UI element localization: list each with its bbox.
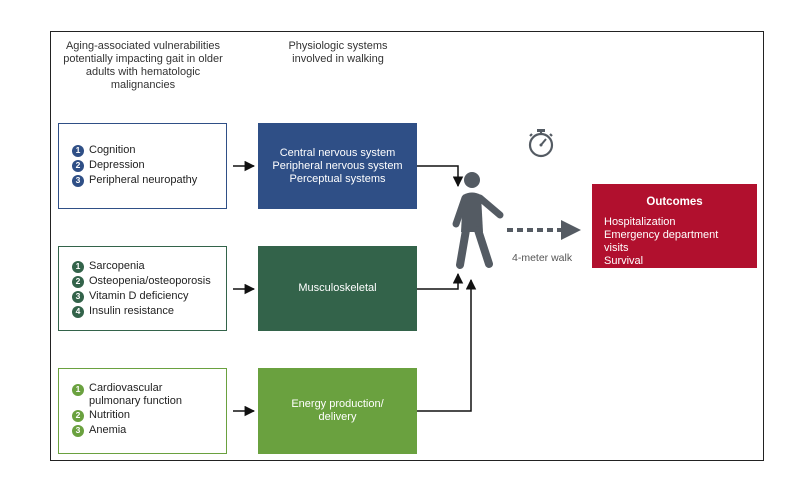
vulnerability-box-neuro: 1 Cognition 2 Depression 3 Peripheral neuro…	[58, 123, 227, 209]
walking-person-icon	[452, 172, 504, 269]
item-label: Anemia	[89, 424, 127, 436]
system-line: Central nervous system	[279, 146, 396, 159]
number-badge: 4	[72, 305, 84, 318]
outcome-item: Emergency department visits	[604, 229, 719, 254]
number-badge: 1	[72, 383, 84, 396]
header-physiologic-systems: Physiologic systems involved in walking	[288, 40, 388, 65]
item-label: Sarcopenia	[89, 260, 145, 272]
list-item: 2 Osteopenia/osteoporosis	[72, 274, 226, 289]
list-item: 4 Insulin resistance	[72, 304, 226, 319]
outcome-item: Hospitalization	[604, 216, 676, 228]
list-item: 3 Vitamin D deficiency	[72, 289, 226, 304]
list-item: 2 Depression	[72, 158, 226, 173]
stopwatch-icon	[528, 129, 554, 158]
item-label: Depression	[89, 159, 145, 171]
connector-musculoskeletal-to-person	[417, 272, 464, 290]
list-item: 2 Nutrition	[72, 408, 226, 423]
number-badge: 1	[72, 260, 84, 273]
outcome-item: Survival	[604, 255, 644, 267]
system-line: delivery	[318, 411, 357, 423]
list-item: 1 Cognition	[72, 143, 226, 158]
list-item: 3 Peripheral neuropathy	[72, 173, 226, 188]
number-badge: 2	[72, 159, 84, 172]
number-badge: 3	[72, 174, 84, 187]
number-badge: 1	[72, 144, 84, 157]
list-item: 3 Anemia	[72, 423, 226, 438]
connector-nervous-to-person	[417, 165, 464, 188]
system-box-nervous: Central nervous system Peripheral nervou…	[258, 123, 417, 209]
connector-energy-to-person	[417, 278, 477, 412]
item-label: Cardiovascular pulmonary function	[89, 382, 182, 407]
list-item: 1 Cardiovascular pulmonary function	[72, 382, 202, 408]
system-line: Peripheral nervous system	[272, 159, 403, 172]
system-line: Perceptual systems	[289, 172, 386, 185]
number-badge: 2	[72, 409, 84, 422]
item-label: Osteopenia/osteoporosis	[89, 275, 211, 287]
number-badge: 3	[72, 290, 84, 303]
list-item: 1 Sarcopenia	[72, 259, 226, 274]
number-badge: 3	[72, 424, 84, 437]
item-label: Peripheral neuropathy	[89, 174, 198, 186]
outcomes-title: Outcomes	[646, 196, 703, 208]
system-line: Musculoskeletal	[298, 282, 377, 294]
system-box-energy: Energy production/ delivery	[258, 368, 417, 454]
item-label: Vitamin D deficiency	[89, 290, 189, 302]
header-vulnerabilities: Aging-associated vulnerabilities potenti…	[63, 40, 223, 91]
item-label: Insulin resistance	[89, 305, 174, 317]
system-line: Energy production/	[291, 398, 384, 410]
figure-frame	[50, 31, 764, 461]
number-badge: 2	[72, 275, 84, 288]
vulnerability-box-energy: 1 Cardiovascular pulmonary function 2 Nutr…	[58, 368, 227, 454]
outcomes-box: Outcomes Hospitalization Emergency depar…	[592, 184, 757, 268]
vulnerability-box-musculoskeletal: 1 Sarcopenia 2 Osteopenia/osteoporosis 3 Vi…	[58, 246, 227, 331]
item-label: Cognition	[89, 144, 136, 156]
walk-label: 4-meter walk	[512, 252, 573, 264]
item-label: Nutrition	[89, 409, 130, 421]
system-box-musculoskeletal: Musculoskeletal	[258, 246, 417, 331]
